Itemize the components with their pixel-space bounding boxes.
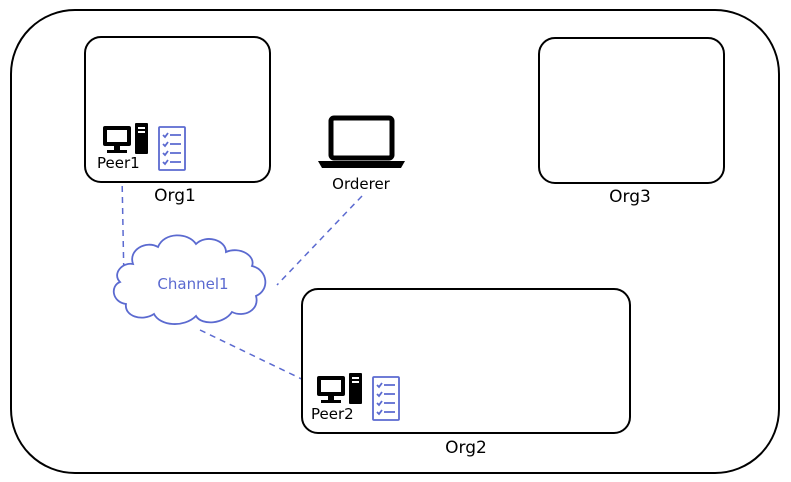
computer-icon xyxy=(317,373,362,404)
ledger-document-icon xyxy=(372,376,400,421)
peer2-node: Peer2 xyxy=(311,373,400,423)
network-boundary xyxy=(10,9,780,474)
peer2-label: Peer2 xyxy=(311,405,354,423)
cloud-icon xyxy=(112,234,267,325)
orderer-label: Orderer xyxy=(332,175,391,193)
channel1-label: Channel1 xyxy=(157,275,228,293)
org1-box xyxy=(84,36,271,183)
org3-label: Org3 xyxy=(609,187,651,207)
org2-label: Org2 xyxy=(445,438,487,458)
peer1-node: Peer1 xyxy=(97,123,186,172)
org2-box xyxy=(301,288,631,434)
connection-orderer-channel1 xyxy=(276,195,363,286)
computer-icon xyxy=(103,123,148,154)
org3-node: Org3 xyxy=(538,37,725,207)
org3-box xyxy=(538,37,725,184)
peer1-label: Peer1 xyxy=(97,154,140,172)
org1-node: Org1 xyxy=(84,36,271,206)
laptop-icon xyxy=(318,115,405,168)
org1-label: Org1 xyxy=(154,186,196,206)
connection-peer2-channel1 xyxy=(199,329,313,385)
org2-node: Org2 xyxy=(301,288,631,458)
ledger-document-icon xyxy=(158,126,186,171)
channel1-node: Channel1 xyxy=(112,234,267,325)
orderer-node: Orderer xyxy=(318,115,405,193)
